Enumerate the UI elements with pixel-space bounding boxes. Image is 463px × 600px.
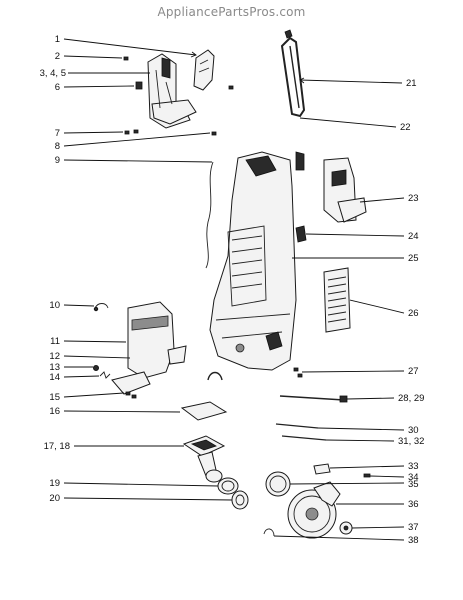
callout-38: 38 xyxy=(408,535,419,546)
callout-27: 27 xyxy=(408,366,419,377)
callout-9: 9 xyxy=(55,155,60,166)
callout-labels: 1 2 3, 4, 5 6 7 8 9 10 11 12 13 14 15 16… xyxy=(40,34,425,546)
callout-34: 34 xyxy=(408,472,419,483)
part-37-fan xyxy=(339,521,353,535)
callout-22: 22 xyxy=(400,122,411,133)
callout-26: 26 xyxy=(408,308,419,319)
part-7-screws xyxy=(124,129,139,135)
callout-23: 23 xyxy=(408,193,419,204)
part-35-gasket xyxy=(265,471,291,497)
leader-lines xyxy=(63,38,405,541)
callout-17-18: 17, 18 xyxy=(44,441,70,452)
part-2-screw xyxy=(123,56,129,61)
callout-15: 15 xyxy=(49,392,60,403)
part-34-screw xyxy=(363,473,371,478)
part-33-spacer xyxy=(313,463,331,475)
callout-10: 10 xyxy=(49,300,60,311)
callout-8: 8 xyxy=(55,141,60,152)
part-38-clip xyxy=(263,528,275,537)
callout-25: 25 xyxy=(408,253,419,264)
part-12-latch xyxy=(111,371,151,395)
part-31-32-rod xyxy=(281,435,327,441)
callout-16: 16 xyxy=(49,406,60,417)
part-6-clip xyxy=(135,81,143,90)
callout-36: 36 xyxy=(408,499,419,510)
callout-14: 14 xyxy=(49,372,60,383)
part-26-hepa-filter xyxy=(323,267,351,333)
callout-1: 1 xyxy=(55,34,60,45)
callout-19: 19 xyxy=(49,478,60,489)
part-36-motor xyxy=(287,481,341,539)
callout-37: 37 xyxy=(408,522,419,533)
callout-11: 11 xyxy=(50,336,60,347)
callout-24: 24 xyxy=(408,231,419,242)
part-22-screw xyxy=(228,85,234,90)
callout-12: 12 xyxy=(49,351,60,362)
part-3-4-5-handle-bracket xyxy=(147,53,197,129)
part-13-screw xyxy=(93,364,100,371)
part-9-wire xyxy=(205,161,214,269)
part-27-screws xyxy=(293,367,303,378)
part-25-body-housing xyxy=(209,151,297,371)
callout-20: 20 xyxy=(49,493,60,504)
callout-33: 33 xyxy=(408,461,419,472)
callout-35: 35 xyxy=(408,479,419,490)
callout-2: 2 xyxy=(55,51,60,62)
part-8-screw xyxy=(211,131,217,136)
part-latch xyxy=(295,151,305,171)
part-hook xyxy=(207,371,223,381)
part-1-handle-cover xyxy=(193,49,215,91)
part-21-cord-hook xyxy=(280,29,306,118)
callout-7: 7 xyxy=(55,128,60,139)
callout-31-32: 31, 32 xyxy=(398,436,424,447)
callout-6: 6 xyxy=(55,82,60,93)
part-16-filter-pad xyxy=(180,401,228,421)
watermark: AppliancePartsPros.com xyxy=(157,5,306,19)
part-30-rod xyxy=(275,423,319,429)
part-10-clip xyxy=(93,303,109,312)
part-17-18-nozzle-adaptor xyxy=(182,435,226,483)
part-20-ring xyxy=(231,490,249,510)
part-24-bracket xyxy=(295,225,307,243)
callout-3-4-5: 3, 4, 5 xyxy=(40,68,66,79)
callout-13: 13 xyxy=(49,362,60,373)
part-14-spring xyxy=(99,371,111,379)
part-23-filter-door xyxy=(323,157,367,223)
part-28-29-rod xyxy=(279,395,348,403)
callout-30: 30 xyxy=(408,425,419,436)
callout-21: 21 xyxy=(406,78,417,89)
part-19-seal xyxy=(217,477,239,495)
part-11-bag-door xyxy=(127,301,187,379)
callout-28-29: 28, 29 xyxy=(398,393,424,404)
part-15-screws xyxy=(125,391,137,399)
